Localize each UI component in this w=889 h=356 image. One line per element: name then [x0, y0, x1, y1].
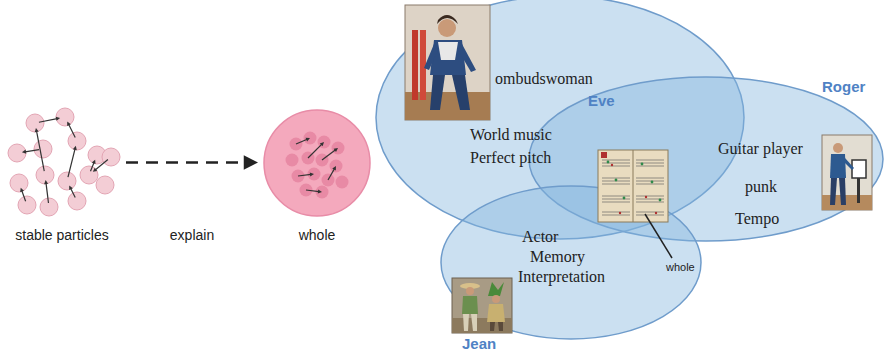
callout-label: whole — [666, 261, 695, 274]
whole-shape — [262, 108, 372, 218]
trait-text: Memory — [530, 248, 585, 266]
interaction-arrowhead — [22, 150, 26, 154]
interaction-arrow — [39, 119, 57, 123]
particle — [40, 198, 58, 216]
eve-photo — [405, 5, 490, 120]
interaction-arrow — [71, 188, 76, 197]
dashed-connector — [126, 161, 244, 164]
trait-text: World music — [470, 126, 552, 144]
edge-label: explain — [170, 227, 214, 243]
particle — [68, 192, 86, 210]
interaction-arrowhead — [69, 185, 73, 189]
trait-text: Tempo — [735, 210, 779, 228]
particle — [58, 172, 76, 190]
interaction-arrowhead — [320, 142, 324, 146]
interaction-arrow — [306, 190, 319, 192]
interaction-arrowhead — [93, 168, 97, 172]
trait-text: Guitar player — [718, 140, 803, 158]
caption-text: whole — [299, 227, 336, 243]
particle — [304, 132, 317, 145]
leader-line — [645, 214, 672, 258]
interaction-arrowhead — [306, 138, 310, 142]
interaction-arrow — [22, 191, 26, 202]
interaction-arrowhead — [35, 128, 39, 132]
person-name: Eve — [588, 92, 615, 109]
jean-photo — [452, 278, 512, 333]
interaction-arrow — [90, 162, 94, 171]
particle — [336, 176, 349, 189]
particle — [286, 154, 299, 167]
particle — [10, 174, 28, 192]
interaction-arrowhead — [20, 188, 24, 192]
particle-cluster-node: stable particles — [5, 105, 120, 220]
particle — [36, 166, 54, 184]
interaction-arrowhead — [92, 160, 96, 164]
trait-text: punk — [745, 178, 777, 196]
interaction-arrowhead — [67, 121, 71, 125]
interaction-arrow — [296, 139, 307, 144]
interaction-arrowhead — [318, 189, 322, 193]
interaction-arrow — [322, 150, 336, 160]
particle — [96, 176, 114, 194]
person-name: Roger — [822, 78, 865, 95]
interaction-arrow — [25, 150, 39, 152]
explain-arrow — [126, 155, 258, 170]
particle — [80, 166, 98, 184]
trait-text: Interpretation — [518, 268, 605, 286]
particle — [26, 114, 44, 132]
interaction-arrow — [298, 174, 311, 176]
interaction-arrowhead — [332, 166, 336, 170]
interaction-arrow — [68, 149, 75, 177]
particle — [18, 196, 36, 214]
interaction-arrow — [328, 169, 335, 180]
interaction-arrow — [69, 124, 76, 137]
interaction-arrow — [37, 131, 45, 171]
interaction-arrowhead — [44, 180, 48, 184]
interaction-arrowhead — [56, 117, 60, 121]
trait-text: Perfect pitch — [470, 149, 551, 167]
particle — [68, 132, 86, 150]
whole-circle — [264, 110, 370, 216]
trait-text: ombudswoman — [495, 70, 593, 88]
interaction-arrow — [95, 160, 108, 170]
particle — [332, 142, 345, 155]
arrowhead — [244, 155, 258, 170]
trait-text: Actor — [522, 228, 558, 246]
music-score — [598, 150, 668, 222]
caption-text: stable particles — [15, 227, 108, 243]
person-name: Jean — [462, 335, 496, 352]
interaction-arrowhead — [310, 172, 314, 176]
particles-shape — [5, 105, 120, 220]
particle — [330, 160, 343, 173]
interaction-arrow — [46, 183, 49, 203]
whole-circle-node: whole — [262, 108, 372, 218]
particle — [8, 144, 26, 162]
interaction-arrowhead — [73, 146, 77, 150]
particle — [102, 148, 120, 166]
particle — [56, 108, 74, 126]
interaction-arrow — [308, 144, 322, 158]
particle — [34, 140, 52, 158]
interaction-arrowhead — [334, 148, 338, 152]
roger-photo — [822, 135, 872, 210]
